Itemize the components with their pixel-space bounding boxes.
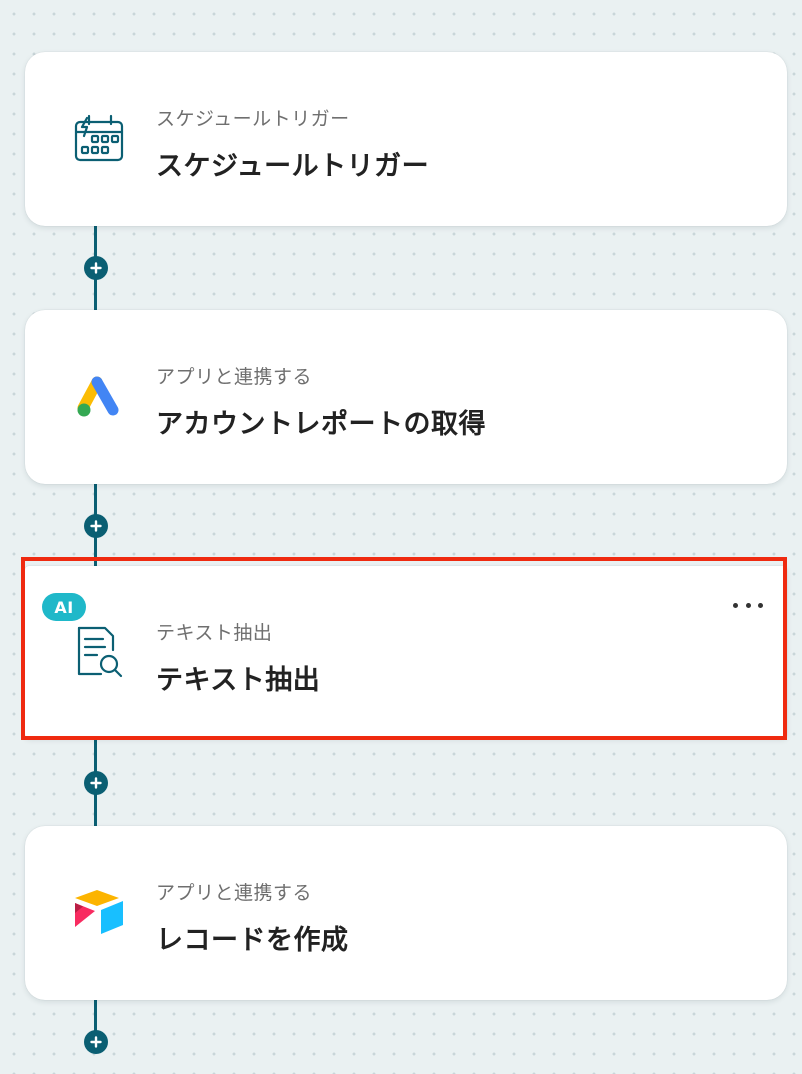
calendar-lightning-icon xyxy=(69,108,129,168)
google-ads-icon xyxy=(69,366,129,426)
more-horizontal-icon xyxy=(733,602,738,608)
ai-badge: AI xyxy=(42,593,86,621)
add-step-button[interactable] xyxy=(84,256,108,280)
step-category-label: スケジュールトリガー xyxy=(156,108,350,130)
airtable-icon xyxy=(69,882,129,942)
step-category-label: アプリと連携する xyxy=(156,366,313,388)
step-title: アカウントレポートの取得 xyxy=(156,409,486,440)
step-title: テキスト抽出 xyxy=(156,665,321,696)
plus-icon xyxy=(90,777,102,789)
step-category-label: テキスト抽出 xyxy=(156,622,273,644)
step-card-create-record[interactable]: アプリと連携する レコードを作成 xyxy=(25,826,787,1000)
step-title: スケジュールトリガー xyxy=(156,151,430,182)
add-step-button[interactable] xyxy=(84,514,108,538)
connector-line xyxy=(94,1000,97,1040)
add-step-button[interactable] xyxy=(84,1030,108,1054)
step-card-text-extraction[interactable]: AI テキスト抽出 テキスト抽出 xyxy=(25,566,787,738)
plus-icon xyxy=(90,1036,102,1048)
step-card-account-report[interactable]: アプリと連携する アカウントレポートの取得 xyxy=(25,310,787,484)
step-category-label: アプリと連携する xyxy=(156,882,313,904)
step-title: レコードを作成 xyxy=(156,925,349,956)
plus-icon xyxy=(90,520,102,532)
step-card-schedule-trigger[interactable]: スケジュールトリガー スケジュールトリガー xyxy=(25,52,787,226)
add-step-button[interactable] xyxy=(84,771,108,795)
document-search-icon xyxy=(69,622,129,682)
more-menu-button[interactable] xyxy=(733,596,763,614)
plus-icon xyxy=(90,262,102,274)
